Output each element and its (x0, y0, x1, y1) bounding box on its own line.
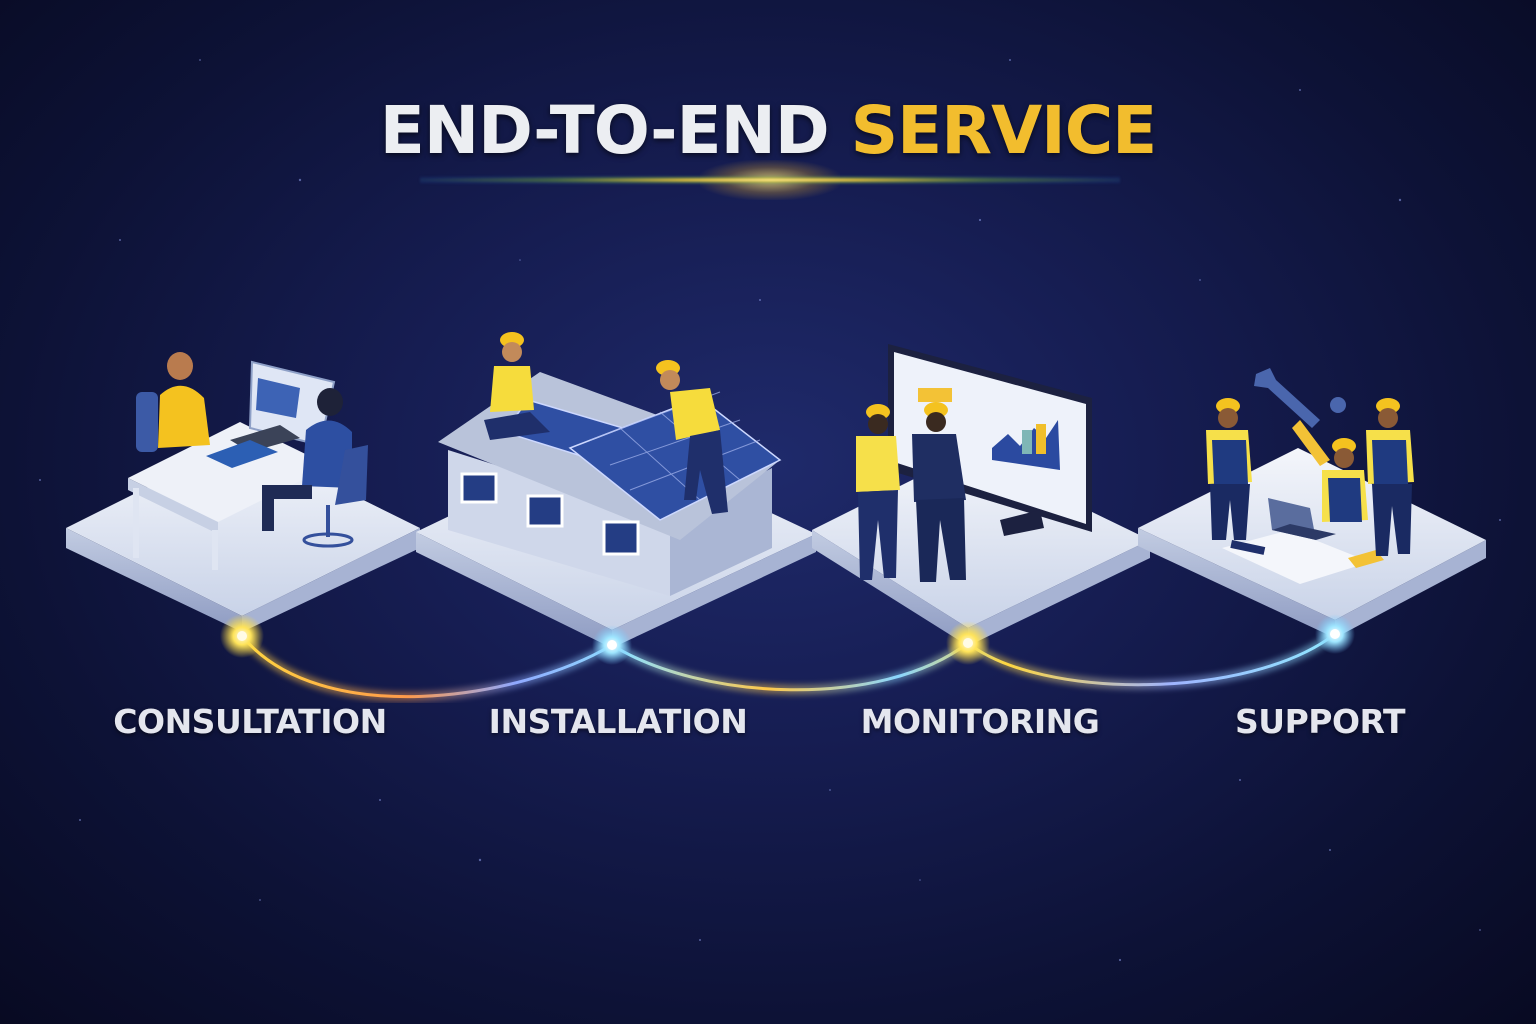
step-label-support: SUPPORT (1235, 702, 1405, 741)
page-title: END-TO-END SERVICE (0, 92, 1536, 169)
consultation-platform (66, 352, 420, 632)
title-white-part: END-TO-END (379, 92, 830, 169)
support-platform (1138, 368, 1486, 638)
step-label-installation: INSTALLATION (488, 702, 748, 741)
installation-platform (416, 332, 816, 648)
timeline-wave (238, 630, 1339, 702)
title-underline-glow (420, 176, 1120, 184)
title-gold-part: SERVICE (850, 92, 1158, 169)
step-label-monitoring: MONITORING (860, 702, 1100, 741)
step-label-consultation: CONSULTATION (113, 702, 387, 741)
timeline-nodes (220, 614, 1355, 665)
monitoring-platform (812, 344, 1150, 646)
